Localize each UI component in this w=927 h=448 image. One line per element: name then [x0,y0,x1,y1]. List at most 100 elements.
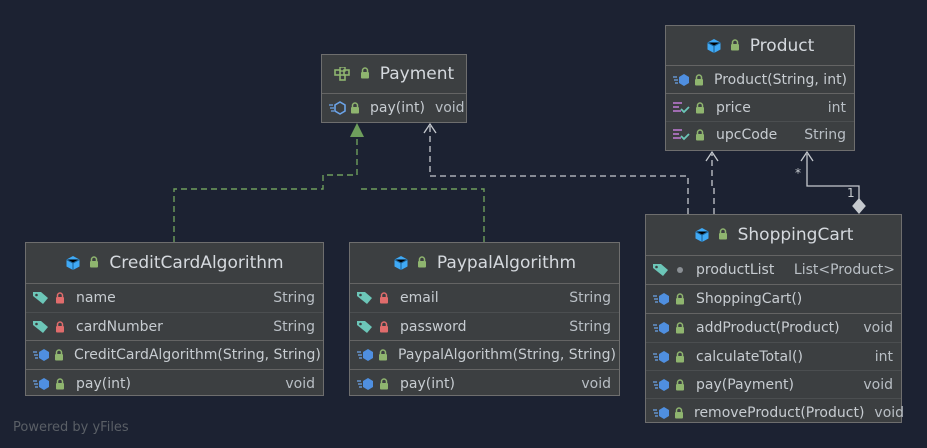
method-row[interactable]: removeProduct(Product) void [646,398,904,426]
realization-credit-payment [173,136,358,242]
class-header: Product [666,26,854,66]
methods-section: addProduct(Product) void calculateTotal(… [646,314,904,426]
field-type: int [827,99,846,116]
class-header: PaypalAlgorithm [350,243,619,284]
field-row[interactable]: upcCode String [666,121,854,148]
constructor-row[interactable]: Product(String, int) [666,66,854,93]
fields-section: price int upcCode String [666,94,854,148]
class-icon [706,38,722,54]
method-name: addProduct(Product) [696,320,840,336]
property-icon [672,127,690,143]
lock-icon [89,253,99,273]
methods-section: pay(int) void [26,370,323,398]
field-tag-icon [32,290,50,306]
lock-icon [54,291,66,305]
method-row[interactable]: addProduct(Product) void [646,314,901,342]
method-name: pay(Payment) [696,376,794,393]
constructor-name: Product(String, int) [714,71,848,88]
class-name: CreditCardAlgorithm [109,253,284,273]
field-row[interactable]: password String [350,312,619,340]
method-icon [652,349,670,365]
class-icon [65,255,81,271]
method-row[interactable]: pay(Payment) void [646,370,901,398]
field-type: String [804,127,846,143]
method-icon [652,320,670,336]
yfiles-watermark: Powered by yFiles [13,420,129,435]
lock-icon [378,377,390,391]
field-type: String [273,290,315,306]
interface-icon [333,67,352,81]
class-node-paypal-algorithm[interactable]: PaypalAlgorithm email String password St… [349,242,620,396]
class-name: PaypalAlgorithm [436,253,577,273]
constructor-icon [32,347,50,363]
fields-section: name String cardNumber String [26,284,323,341]
class-name: Payment [379,64,455,84]
method-row[interactable]: calculateTotal() int [646,342,901,370]
constructor-row[interactable]: PaypalAlgorithm(String, String) [350,341,619,369]
method-type: void [863,320,893,336]
class-node-shopping-cart[interactable]: ShoppingCart productList List<Product> S… [645,214,904,426]
property-icon [672,100,690,116]
field-tag-icon [356,290,374,306]
field-name: password [400,318,467,335]
lock-icon [694,101,706,115]
class-name: Product [749,35,815,56]
method-type: void [285,376,315,392]
methods-section: pay(int) void [350,370,619,398]
class-icon [694,227,710,243]
lock-icon [674,350,686,364]
lock-icon [350,101,360,115]
field-name: name [76,290,116,306]
field-row[interactable]: email String [350,284,619,312]
field-type: List<Product> [793,262,895,278]
dependency-cart-payment [423,122,689,214]
field-name: upcCode [716,127,778,143]
lock-icon [54,320,66,334]
field-tag-icon [652,262,670,278]
fields-section: email String password String [350,284,619,341]
method-type: int [874,348,893,365]
class-node-payment[interactable]: Payment pay(int) void [321,54,467,123]
dependency-cart-product [705,150,719,214]
field-row[interactable]: productList List<Product> [646,256,901,284]
fields-section: productList List<Product> [646,256,901,285]
field-row[interactable]: cardNumber String [26,312,323,340]
methods-section: pay(int) void [322,94,466,122]
lock-icon [674,321,686,335]
realization-paypal-payment [357,188,485,242]
constructors-section: PaypalAlgorithm(String, String) [350,341,619,370]
lock-icon [378,348,388,362]
class-header: ShoppingCart [646,215,901,256]
lock-icon [54,348,64,362]
constructors-section: ShoppingCart() [646,285,901,314]
field-name: productList [696,262,775,278]
field-name: price [716,99,751,116]
lock-icon [674,378,686,392]
lock-icon [694,128,706,142]
constructor-row[interactable]: CreditCardAlgorithm(String, String) [26,341,323,369]
method-type: void [434,100,465,116]
constructor-icon [356,347,374,363]
realization-arrowhead [350,123,364,137]
method-row[interactable]: pay(int) void [26,370,323,398]
lock-icon [718,225,728,245]
constructor-row[interactable]: ShoppingCart() [646,285,901,313]
class-node-product[interactable]: Product Product(String, int) price int u… [665,25,855,151]
field-row[interactable]: name String [26,284,323,312]
constructors-section: CreditCardAlgorithm(String, String) [26,341,323,370]
class-header: Payment [322,55,466,94]
method-row[interactable]: pay(int) void [322,94,466,122]
method-type: void [581,376,611,392]
package-private-dot-icon [674,263,686,277]
class-node-credit-card-algorithm[interactable]: CreditCardAlgorithm name String cardNumb… [25,242,324,396]
constructor-name: ShoppingCart() [696,291,803,307]
method-name: pay(int) [370,100,425,116]
method-icon [652,405,670,421]
field-row[interactable]: price int [666,94,854,121]
method-icon [32,376,50,392]
method-row[interactable]: pay(int) void [350,370,619,398]
lock-icon [417,253,427,273]
field-name: cardNumber [76,318,163,335]
method-icon [356,376,374,392]
